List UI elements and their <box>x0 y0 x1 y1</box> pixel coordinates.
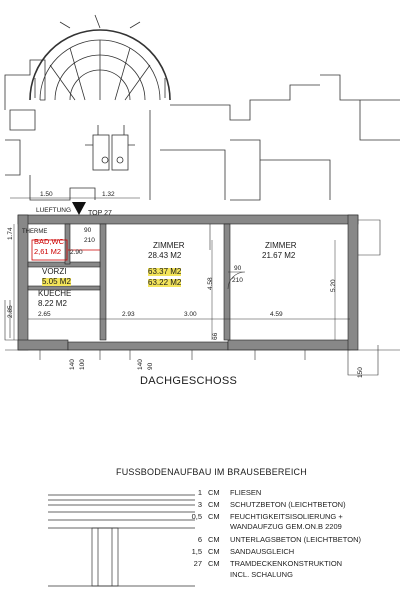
dim-label: 100 <box>79 359 86 370</box>
floor-title: DACHGESCHOSS <box>140 375 238 387</box>
floor-section-diagram <box>48 494 195 587</box>
dim-label: 150 <box>357 367 364 378</box>
room-area-zimmer-2: 21.67 M2 <box>262 251 296 260</box>
dim-label: 2.93 <box>122 311 135 318</box>
dim-label: 90 <box>147 362 154 370</box>
total-area-a: 63.37 M2 <box>148 267 182 276</box>
rotunda-stair <box>29 14 171 101</box>
balcony-left <box>4 300 18 341</box>
total-area-b: 63.22 M2 <box>148 278 182 287</box>
dim-label: 140 <box>137 359 144 370</box>
legend-title: FUSSBODENAUFBAU IM BRAUSEBEREICH <box>116 467 307 477</box>
dim-label: 1.50 <box>40 191 53 198</box>
dim-label: 90 <box>234 265 242 272</box>
dim-label: 210 <box>232 277 243 284</box>
dim-label: 2.65 <box>38 311 51 318</box>
upper-building-outline <box>4 59 400 201</box>
legend-layer: INCL. SCHALUNG <box>230 570 293 579</box>
dim-label: 3.00 <box>184 311 197 318</box>
room-area-kueche: 8.22 M2 <box>38 299 67 308</box>
room-label-kueche: KUECHE <box>38 289 72 298</box>
top-marker-label: TOP 27 <box>88 210 112 217</box>
wall-stub <box>39 350 306 360</box>
apartment-walls <box>17 214 359 351</box>
terrace-outline <box>347 219 381 376</box>
top-marker-icon <box>72 202 86 215</box>
room-label-lueftung: LUEFTUNG <box>36 207 72 214</box>
room-label-bad: BAD,WC <box>34 237 64 246</box>
dim-label: 5.20 <box>330 279 337 292</box>
door-swing <box>209 224 246 290</box>
room-area-zimmer-1: 28.43 M2 <box>148 251 182 260</box>
dim-label: 140 <box>69 359 76 370</box>
dim-label: 1.74 <box>7 227 14 240</box>
dim-label: 210 <box>84 237 95 244</box>
dim-label: 1.32 <box>102 191 115 198</box>
room-area-vorzi: 5.05 M2 <box>42 277 71 286</box>
room-label-zimmer-1: ZIMMER <box>153 241 185 250</box>
room-label-vorzi: VORZI <box>42 267 67 276</box>
dim-label: 66 <box>212 332 219 340</box>
dim-label: 4.58 <box>207 277 214 290</box>
bath-highlight <box>31 239 68 261</box>
dim-label: 2.90 <box>70 249 83 256</box>
room-label-therme: THERME <box>22 229 48 235</box>
central-stair-feature <box>85 125 135 171</box>
dim-label: 4.59 <box>270 311 283 318</box>
room-label-zimmer-2: ZIMMER <box>265 241 297 250</box>
dim-label: 2.85 <box>7 305 14 318</box>
legend-layer: WANDAUFZUG GEM.ON.B 2209 <box>230 522 342 531</box>
dim-label: 90 <box>84 227 92 234</box>
room-area-bad: 2,61 M2 <box>34 247 62 256</box>
